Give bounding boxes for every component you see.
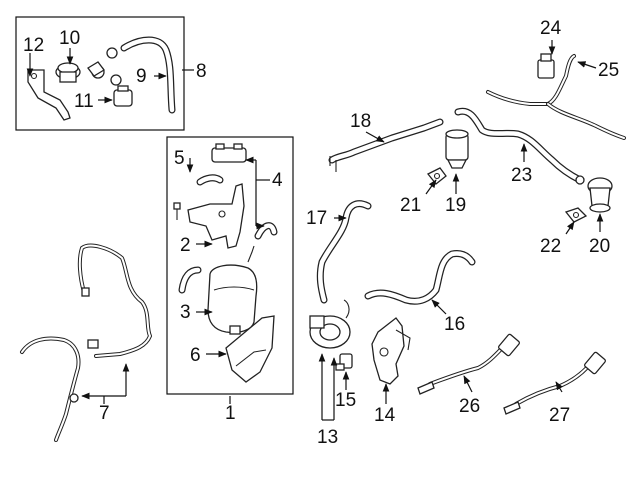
valve-4 — [211, 143, 247, 163]
hose-16 — [364, 250, 476, 305]
label-14: 14 — [374, 405, 396, 426]
clamp-parts — [87, 47, 122, 86]
bolt — [173, 202, 181, 220]
line-25 — [486, 54, 626, 140]
valve-24 — [537, 53, 555, 79]
bracket-14 — [371, 317, 411, 385]
hose-elbow-4 — [254, 222, 278, 240]
canister-3 — [207, 245, 258, 335]
valve-10 — [55, 62, 81, 83]
label-17: 17 — [306, 208, 327, 229]
hose-9 — [120, 36, 176, 114]
label-1: 1 — [225, 403, 236, 424]
label-24: 24 — [540, 18, 562, 39]
label-2: 2 — [180, 235, 191, 256]
label-27: 27 — [549, 405, 570, 426]
inset-box-8 — [15, 16, 185, 131]
hose-17 — [316, 200, 372, 304]
hose-3-small — [178, 266, 202, 294]
label-22: 22 — [540, 236, 561, 257]
gasket-21 — [426, 167, 447, 185]
label-11: 11 — [74, 91, 94, 112]
bracket-2 — [187, 183, 245, 249]
solenoid-11 — [113, 85, 133, 107]
label-23: 23 — [511, 165, 532, 186]
hose-5 — [196, 174, 224, 186]
callout-lines — [26, 40, 604, 421]
callout-labels: 12 10 11 9 8 5 4 2 3 6 1 7 17 13 15 14 1… — [23, 18, 619, 448]
harness-7 — [20, 243, 152, 442]
label-26: 26 — [459, 396, 480, 417]
label-19: 19 — [445, 195, 466, 216]
label-9: 9 — [136, 66, 147, 87]
label-5: 5 — [174, 148, 185, 169]
pump-13 — [309, 299, 351, 349]
pipe-23 — [454, 107, 585, 185]
bracket-12 — [27, 69, 71, 121]
label-12: 12 — [23, 35, 44, 56]
label-3: 3 — [180, 302, 191, 323]
sensor-26 — [417, 333, 520, 395]
label-18: 18 — [350, 111, 371, 132]
label-10: 10 — [59, 28, 80, 49]
label-13: 13 — [317, 427, 338, 448]
inset-box-1 — [166, 136, 294, 395]
shield-6 — [225, 315, 275, 383]
gasket-22 — [564, 207, 588, 223]
label-7: 7 — [99, 403, 110, 424]
label-6: 6 — [190, 345, 201, 366]
label-8: 8 — [196, 61, 207, 82]
label-20: 20 — [589, 236, 610, 257]
label-21: 21 — [400, 195, 421, 216]
pipe-18 — [328, 118, 444, 172]
label-4: 4 — [272, 170, 283, 191]
label-16: 16 — [444, 314, 465, 335]
valve-19 — [445, 129, 469, 169]
label-15: 15 — [335, 390, 356, 411]
connector-15 — [335, 353, 353, 371]
valve-20 — [587, 177, 613, 213]
label-25: 25 — [598, 60, 619, 81]
